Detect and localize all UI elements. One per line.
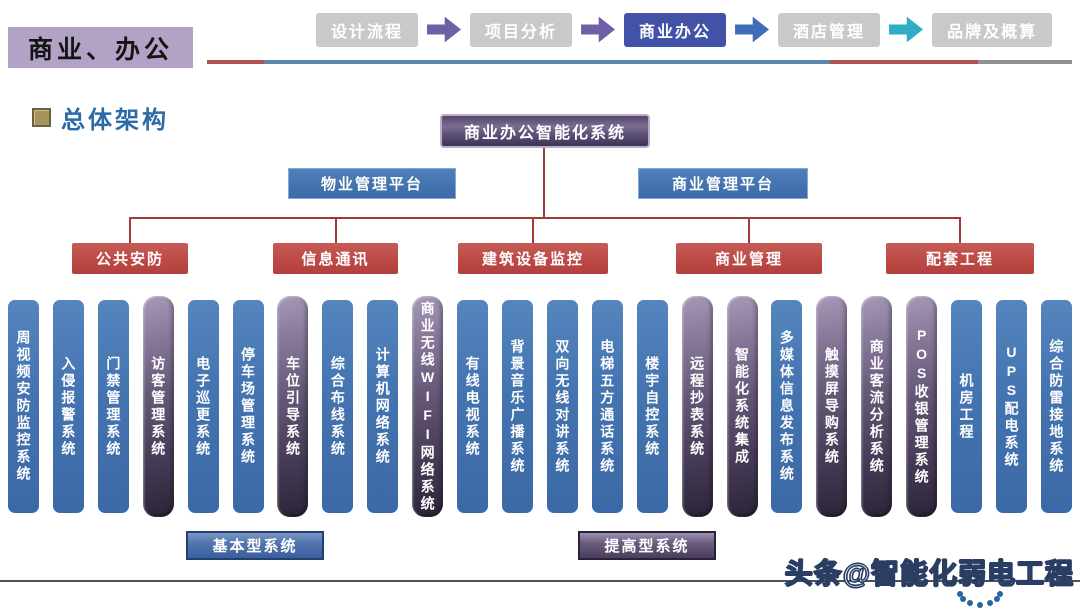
- category-box-3: 建筑设备监控: [458, 243, 608, 274]
- category-box-2: 信息通讯: [273, 243, 398, 274]
- system-column-label: 停车场管理系统: [240, 347, 257, 466]
- system-column-15: 楼宇自控系统: [636, 300, 668, 513]
- nav-flow: 设计流程 项目分析 商业办公 酒店管理 品牌及概算: [316, 12, 1053, 47]
- nav-step-3[interactable]: 商业办公: [624, 12, 727, 47]
- system-column-label: 周视频安防监控系统: [15, 330, 32, 483]
- system-column-14: 电梯五方通话系统: [591, 300, 623, 513]
- nav-step-5[interactable]: 品牌及概算: [932, 12, 1053, 47]
- footer-line: [0, 580, 1080, 582]
- system-column-3: 门禁管理系统: [97, 300, 129, 513]
- system-column-20: 商业客流分析系统: [861, 296, 893, 517]
- system-column-24: 综合防雷接地系统: [1040, 300, 1072, 513]
- nav-step-1[interactable]: 设计流程: [316, 12, 419, 47]
- nav-arrow-icon: [735, 16, 770, 43]
- system-column-16: 远程抄表系统: [681, 296, 713, 517]
- section-heading-text: 总体架构: [61, 107, 169, 134]
- section-heading: 总体架构: [32, 100, 169, 135]
- system-column-label: 入侵报警系统: [60, 355, 77, 458]
- connector-drop-line: [334, 218, 337, 243]
- category-box-1: 公共安防: [72, 243, 188, 274]
- connector-drop-line: [129, 218, 131, 243]
- divider-segment-gray: [978, 60, 1072, 64]
- system-column-label: 多媒体信息发布系统: [778, 330, 795, 483]
- watermark-dot: [960, 596, 966, 602]
- system-column-label: 背景音乐广播系统: [509, 338, 526, 475]
- system-column-label: 综合布线系统: [329, 355, 346, 458]
- system-column-label: 电子巡更系统: [195, 355, 212, 458]
- system-column-2: 入侵报警系统: [52, 300, 84, 513]
- nav-arrow-icon: [427, 16, 462, 43]
- watermark-dot: [957, 591, 963, 597]
- system-column-1: 周视频安防监控系统: [8, 300, 39, 513]
- watermark-dot: [987, 600, 993, 606]
- system-column-12: 背景音乐广播系统: [501, 300, 533, 513]
- system-column-23: UPS配电系统: [995, 300, 1027, 513]
- system-column-label: UPS配电系统: [1003, 344, 1020, 469]
- system-column-label: 车位引导系统: [284, 355, 301, 458]
- system-column-label: 触摸屏导购系统: [823, 347, 840, 466]
- system-column-6: 停车场管理系统: [232, 300, 264, 513]
- system-column-label: 商业无线WIFI网络系统: [419, 300, 436, 513]
- system-column-4: 访客管理系统: [142, 296, 174, 517]
- system-column-17: 智能化系统集成: [726, 296, 758, 517]
- system-column-label: 门禁管理系统: [105, 355, 122, 458]
- category-box-4: 商业管理: [676, 243, 822, 274]
- nav-step-4[interactable]: 酒店管理: [778, 12, 881, 47]
- watermark-dot: [967, 600, 973, 606]
- connector-drop-line: [959, 218, 961, 243]
- watermark-dot: [977, 602, 983, 608]
- platform-box-commercial: 商业管理平台: [638, 168, 808, 199]
- system-column-label: 有线电视系统: [464, 355, 481, 458]
- system-column-label: 远程抄表系统: [689, 355, 706, 458]
- divider-segment-red: [207, 60, 264, 64]
- system-column-9: 计算机网络系统: [367, 300, 399, 513]
- divider-segment-red2: [830, 60, 978, 64]
- connector-drop-line: [532, 218, 534, 243]
- system-column-13: 双向无线对讲系统: [546, 300, 578, 513]
- connector-vertical-line: [543, 148, 545, 218]
- root-system-box: 商业办公智能化系统: [440, 114, 650, 148]
- system-column-label: 商业客流分析系统: [868, 338, 885, 475]
- system-column-5: 电子巡更系统: [187, 300, 219, 513]
- system-column-18: 多媒体信息发布系统: [771, 300, 803, 513]
- system-column-label: POS收银管理系统: [913, 327, 930, 486]
- system-column-22: 机房工程: [951, 300, 983, 513]
- system-column-label: 电梯五方通话系统: [599, 338, 616, 475]
- header-divider: [0, 60, 1080, 65]
- nav-arrow-icon: [889, 16, 924, 43]
- bullet-square-icon: [32, 108, 51, 127]
- nav-arrow-icon: [581, 16, 616, 43]
- system-column-label: 楼宇自控系统: [644, 355, 661, 458]
- platform-box-property: 物业管理平台: [288, 168, 456, 199]
- connector-horizontal-line: [129, 217, 961, 219]
- category-box-5: 配套工程: [886, 243, 1034, 274]
- watermark-dot: [994, 596, 1000, 602]
- divider-segment-blue: [264, 60, 830, 64]
- system-column-7: 车位引导系统: [277, 296, 309, 517]
- system-column-label: 计算机网络系统: [374, 347, 391, 466]
- system-column-label: 机房工程: [958, 372, 975, 441]
- system-column-8: 综合布线系统: [322, 300, 354, 513]
- system-column-label: 访客管理系统: [150, 355, 167, 458]
- system-column-21: POS收银管理系统: [906, 296, 938, 517]
- watermark: 头条@智能化弱电工程: [784, 557, 1074, 589]
- slide-title: 商业、办公: [8, 27, 193, 68]
- system-column-19: 触摸屏导购系统: [816, 296, 848, 517]
- watermark-dot: [997, 591, 1003, 597]
- nav-step-2[interactable]: 项目分析: [470, 12, 573, 47]
- system-column-label: 综合防雷接地系统: [1048, 338, 1065, 475]
- system-column-label: 智能化系统集成: [734, 347, 750, 466]
- legend-box-basic: 基本型系统: [186, 531, 324, 560]
- connector-drop-line: [748, 218, 750, 243]
- system-column-10: 商业无线WIFI网络系统: [412, 296, 444, 517]
- system-column-11: 有线电视系统: [457, 300, 489, 513]
- system-column-label: 双向无线对讲系统: [554, 338, 571, 475]
- system-columns: 周视频安防监控系统 入侵报警系统 门禁管理系统 访客管理系统 电子巡更系统 停车场管理系统…: [8, 296, 1072, 517]
- legend-box-advanced: 提高型系统: [578, 531, 716, 560]
